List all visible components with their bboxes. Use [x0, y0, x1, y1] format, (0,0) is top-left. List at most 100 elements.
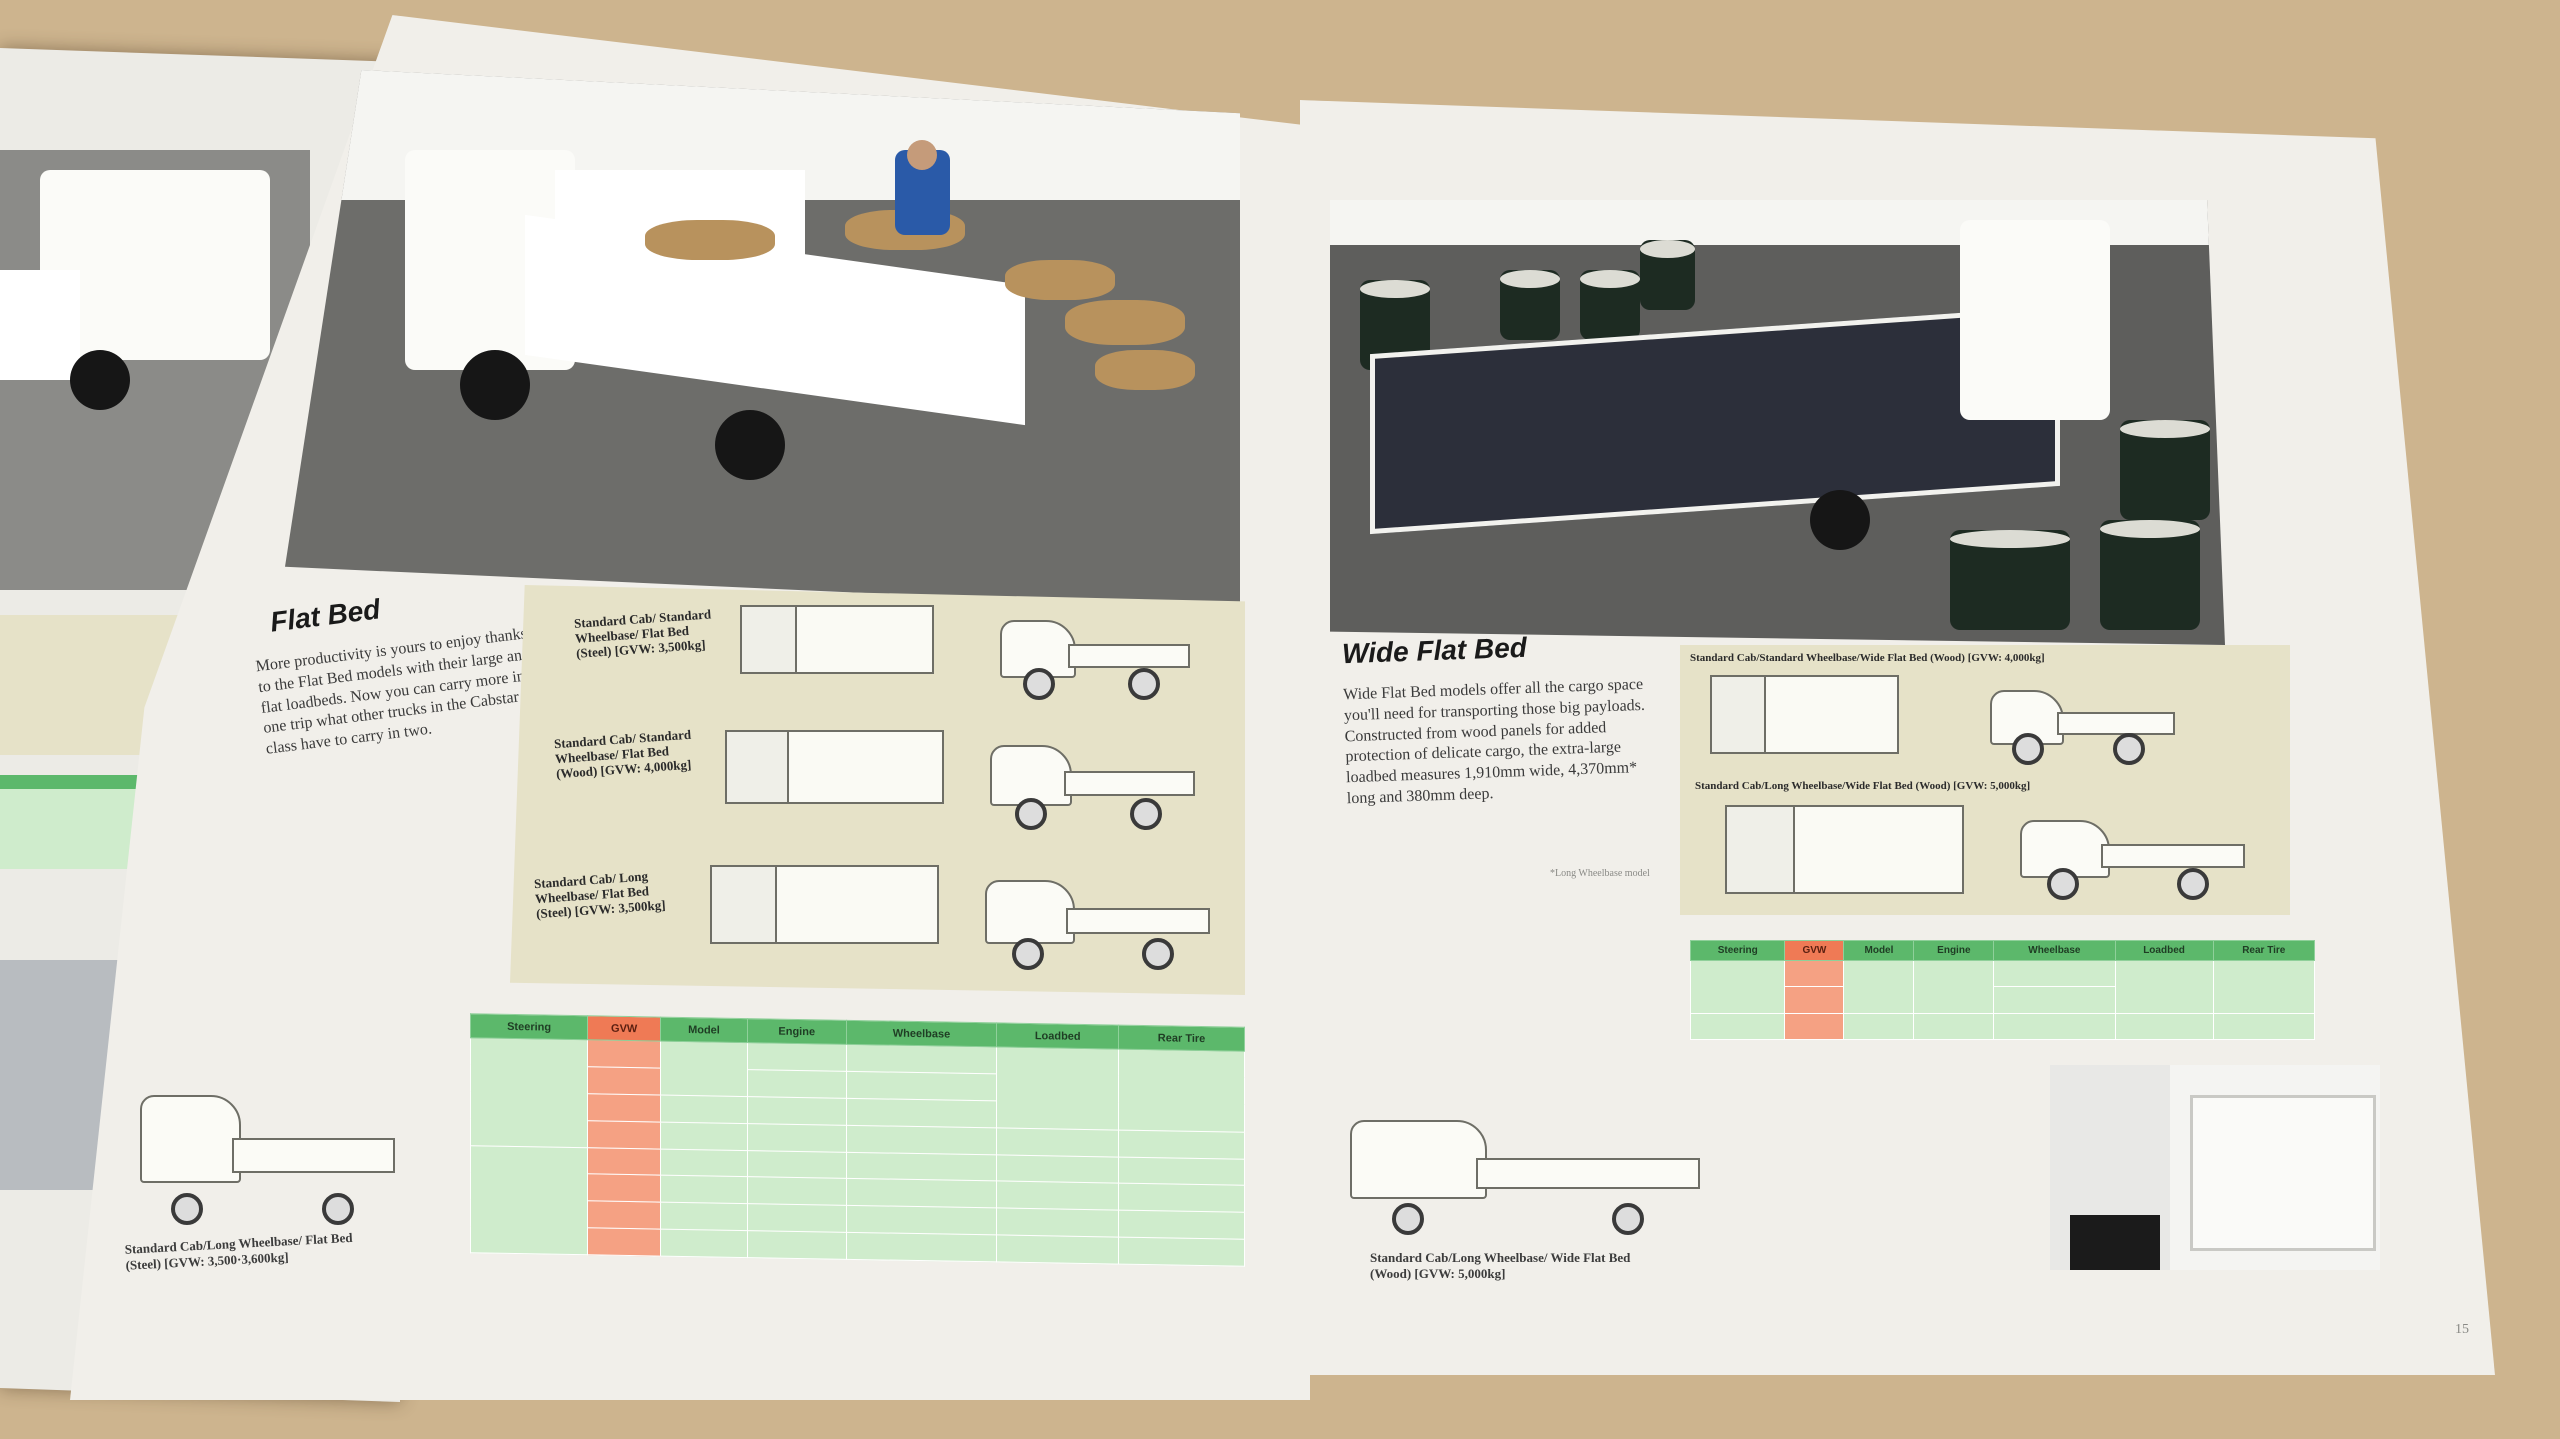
table-cell: [1118, 1237, 1245, 1267]
table-cell: [1784, 986, 1845, 1014]
th-wheelbase: Wheelbase: [1993, 940, 2116, 961]
table-cell: [587, 1227, 661, 1257]
protector-detail-photo: [2050, 1065, 2380, 1270]
wide-flat-bed-spec-table: Steering GVW Model Engine Wheelbase Load…: [1689, 940, 2316, 1041]
table-cell: [1689, 960, 1786, 1014]
th-engine: Engine: [747, 1018, 847, 1045]
table-cell: [1993, 986, 2116, 1014]
table-cell: [587, 1093, 661, 1122]
table-cell: [660, 1202, 748, 1231]
flat-bed-small-truck-photo: [140, 1085, 395, 1225]
table-cell: [587, 1201, 661, 1230]
table-cell: [747, 1069, 847, 1099]
table-cell: [660, 1229, 748, 1258]
table-cell: [587, 1066, 661, 1095]
table-cell: [846, 1232, 997, 1262]
table-cell: [587, 1174, 661, 1203]
wide-flat-bed-hero-photo: [1330, 200, 2225, 645]
table-cell: [846, 1178, 997, 1209]
flat-bed-hero-photo: [285, 70, 1240, 610]
table-cell: [1118, 1156, 1245, 1186]
table-cell: [2212, 1012, 2316, 1041]
table-cell: [660, 1041, 748, 1097]
table-cell: [587, 1147, 661, 1176]
partial-truck-photo: [0, 150, 310, 590]
table-cell: [747, 1176, 847, 1206]
table-cell: [747, 1096, 847, 1125]
wide-flat-bed-plan-2: [1725, 805, 1964, 894]
flat-bed-side-view-1: [1000, 610, 1190, 700]
table-cell: [470, 1145, 588, 1255]
table-cell: [846, 1124, 997, 1155]
table-cell: [660, 1121, 748, 1151]
table-cell: [996, 1046, 1119, 1130]
table-cell: [2114, 1012, 2214, 1041]
table-cell: [1784, 1012, 1845, 1041]
table-cell: [1993, 1012, 2116, 1041]
th-rear-tire: Rear Tire: [1118, 1025, 1245, 1052]
table-cell: [846, 1044, 997, 1074]
table-cell: [1689, 1012, 1786, 1041]
flat-bed-plan-2: [725, 730, 944, 804]
table-cell: [846, 1098, 997, 1128]
table-cell: [2114, 960, 2214, 1014]
th-model: Model: [660, 1017, 748, 1043]
wide-flat-bed-diagram-label-1: Standard Cab/Standard Wheelbase/Wide Fla…: [1690, 652, 2045, 664]
table-cell: [747, 1203, 847, 1233]
table-cell: [1913, 960, 1995, 1014]
table-cell: [996, 1127, 1119, 1157]
table-cell: [587, 1039, 661, 1068]
table-cell: [1913, 1012, 1995, 1041]
table-cell: [1118, 1129, 1245, 1159]
wide-flat-bed-description: Wide Flat Bed models offer all the cargo…: [1342, 675, 1646, 808]
th-steering: Steering: [1689, 940, 1786, 961]
table-cell: [996, 1208, 1119, 1238]
table-cell: [1843, 1012, 1915, 1041]
wide-flat-bed-plan-1: [1710, 675, 1899, 754]
table-cell: [1118, 1049, 1245, 1132]
table-cell: [587, 1120, 661, 1149]
flat-bed-side-view-2: [990, 735, 1195, 830]
table-cell: [660, 1094, 748, 1124]
flat-bed-plan-3: [710, 865, 939, 944]
th-wheelbase: Wheelbase: [846, 1020, 997, 1047]
th-loadbed: Loadbed: [2114, 940, 2214, 961]
table-cell: [660, 1148, 748, 1177]
right-page-number: 15: [2455, 1322, 2469, 1337]
table-cell: [1118, 1210, 1245, 1240]
table-cell: [1993, 959, 2116, 988]
table-cell: [747, 1230, 847, 1260]
th-steering: Steering: [470, 1013, 588, 1040]
th-loadbed: Loadbed: [996, 1022, 1119, 1050]
th-rear-tire: Rear Tire: [2212, 940, 2316, 961]
th-engine: Engine: [1913, 940, 1995, 961]
th-model: Model: [1843, 940, 1915, 961]
table-cell: [996, 1181, 1119, 1211]
th-gvw: GVW: [1784, 940, 1845, 961]
table-cell: [996, 1235, 1119, 1265]
flat-bed-plan-1: [740, 605, 934, 674]
table-cell: [660, 1175, 748, 1204]
flat-bed-side-view-3: [985, 870, 1210, 970]
wide-flat-bed-side-view-1: [1990, 680, 2175, 765]
wide-flat-bed-small-truck-photo: [1350, 1110, 1700, 1235]
table-cell: [747, 1150, 847, 1179]
table-cell: [846, 1151, 997, 1182]
table-cell: [1784, 959, 1845, 988]
th-gvw: GVW: [587, 1015, 661, 1042]
table-cell: [996, 1154, 1119, 1184]
table-cell: [747, 1123, 847, 1152]
flat-bed-spec-table: Steering GVW Model Engine Wheelbase Load…: [470, 1013, 1245, 1267]
table-cell: [1118, 1183, 1245, 1213]
table-cell: [2212, 960, 2316, 1014]
table-cell: [846, 1071, 997, 1101]
wide-flat-bed-heading: Wide Flat Bed: [1341, 631, 1528, 670]
table-cell: [1843, 960, 1915, 1014]
wide-flat-bed-photo-caption: Standard Cab/Long Wheelbase/ Wide Flat B…: [1370, 1250, 1631, 1281]
table-cell: [470, 1037, 588, 1148]
wide-flat-bed-side-view-2: [2020, 810, 2245, 900]
table-cell: [747, 1042, 847, 1072]
wide-flat-bed-footnote: *Long Wheelbase model: [1550, 868, 1650, 879]
table-cell: [846, 1205, 997, 1236]
wide-flat-bed-diagram-label-2: Standard Cab/Long Wheelbase/Wide Flat Be…: [1695, 780, 2031, 792]
